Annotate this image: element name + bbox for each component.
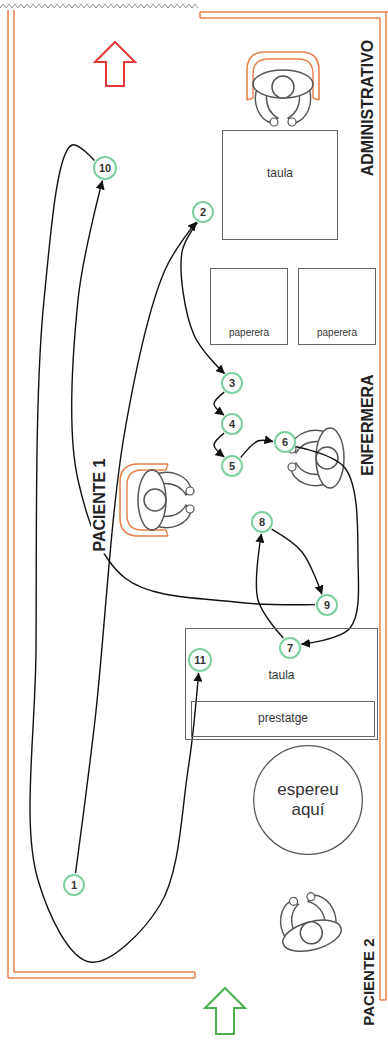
flow-arrow	[76, 222, 197, 873]
object-label: taula	[267, 167, 293, 181]
circle-outline	[280, 638, 300, 658]
step-circle: 2	[192, 201, 214, 223]
circle-outline	[317, 595, 337, 615]
circle-outline	[275, 432, 295, 452]
step-circle: 11	[188, 648, 212, 672]
flow-arrow	[214, 433, 224, 457]
flow-arrow	[272, 529, 322, 594]
step-circle: 6	[274, 431, 296, 453]
circle-outline	[193, 202, 213, 222]
callout-number: 7	[287, 642, 293, 655]
object-label: paperera	[317, 327, 357, 339]
circle-outline	[222, 373, 242, 393]
flow-arrow	[30, 145, 199, 962]
cut-line	[0, 4, 198, 8]
step-circle: 5	[221, 455, 243, 477]
object-label: prestatge	[258, 712, 308, 726]
step-circle: 4	[221, 413, 243, 435]
exit-arrow	[95, 42, 135, 86]
object-label: espereu aquí	[266, 780, 350, 819]
circle-outline	[254, 746, 363, 855]
circle-outline	[222, 414, 242, 434]
callout-number: 6	[282, 436, 288, 449]
person-figure	[138, 470, 194, 530]
step-circle: 8	[251, 511, 273, 533]
cut-line	[0, 4, 198, 8]
circle-outline	[189, 649, 211, 671]
flow-arrow	[214, 392, 224, 415]
callout-number: 3	[229, 377, 235, 390]
flow-arrow	[72, 181, 315, 605]
step-circle: 3	[221, 372, 243, 394]
role-label: ENFERMERA	[359, 372, 377, 477]
callout-number: 2	[200, 206, 206, 219]
flow-arrow	[181, 223, 225, 374]
step-circle: 1	[63, 874, 85, 896]
entry-arrow	[205, 988, 245, 1034]
callout-number: 8	[259, 516, 265, 529]
circle-outline	[222, 456, 242, 476]
role-label: ADMINISTRATIVO	[359, 38, 377, 179]
callout-number: 5	[229, 460, 235, 473]
callout-number: 10	[99, 162, 111, 175]
person-figure	[253, 70, 313, 126]
shelf: prestatge	[191, 701, 375, 737]
callout-number: 9	[324, 599, 330, 612]
step-circle: 10	[93, 156, 117, 180]
person-figure	[272, 887, 344, 957]
circle-outline	[252, 512, 272, 532]
room-walls	[8, 10, 388, 1000]
waiting-spot: espereu aquí	[253, 745, 363, 855]
flow-arrow	[296, 447, 359, 644]
step-circle: 7	[279, 637, 301, 659]
role-label: PACIENTE 2	[360, 936, 377, 1027]
table: taula	[222, 130, 338, 240]
flow-arrow	[241, 440, 273, 457]
role-label: PACIENTE 1	[91, 456, 109, 553]
wastebin: paperera	[298, 268, 376, 345]
step-circle: 9	[316, 594, 338, 616]
object-label: paperera	[229, 327, 269, 339]
person-figure	[288, 428, 344, 488]
callout-number: 1	[71, 879, 77, 892]
callout-number: 11	[194, 654, 206, 667]
object-label: taula	[268, 669, 294, 683]
callout-number: 4	[229, 418, 235, 431]
circle-outline	[64, 875, 84, 895]
circle-outline	[94, 157, 116, 179]
flow-arrow	[256, 534, 283, 638]
wastebin: paperera	[210, 268, 288, 345]
